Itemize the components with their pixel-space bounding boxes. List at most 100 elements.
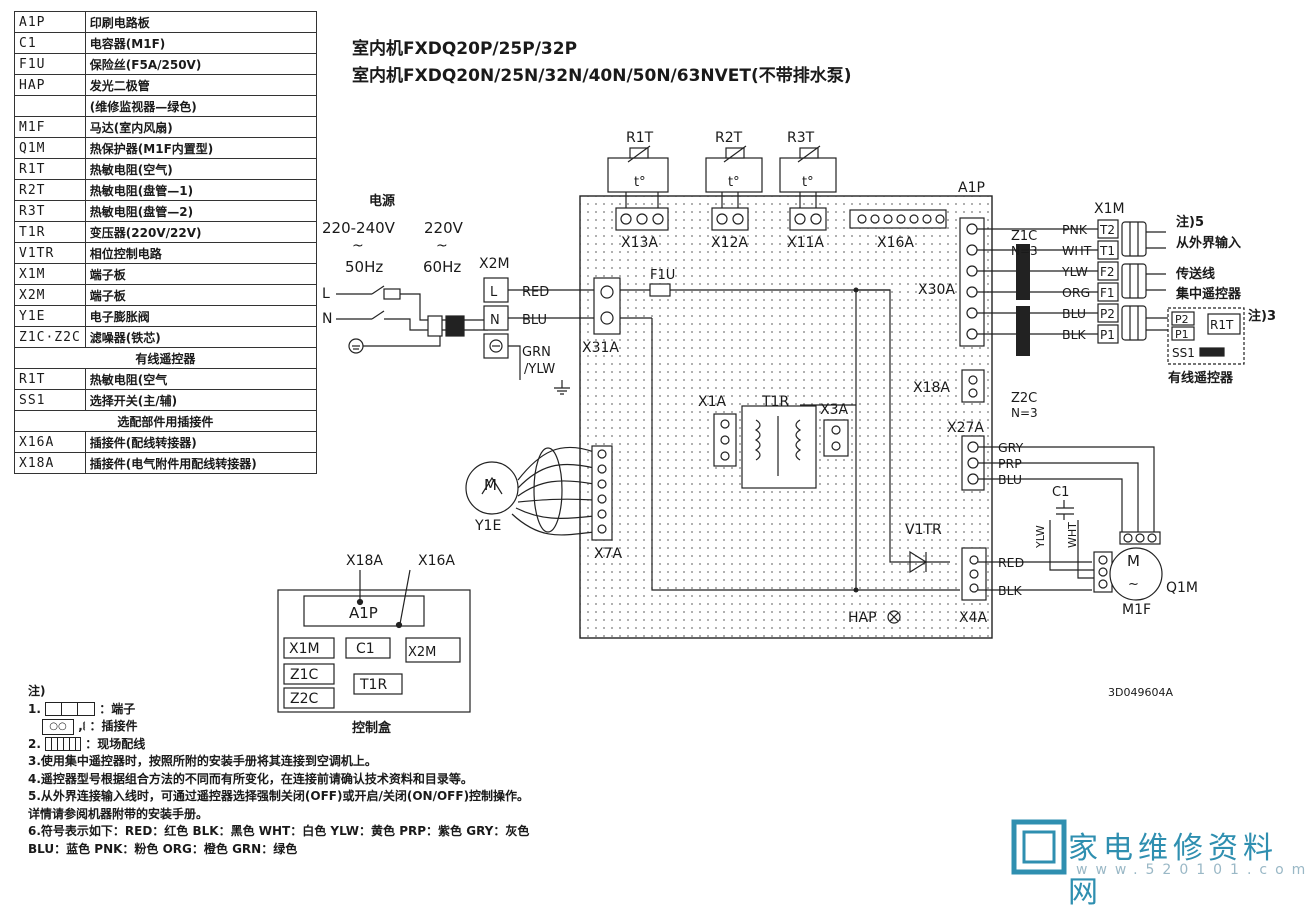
fan-motor-m1f bbox=[1093, 531, 1163, 601]
freq-2: 60Hz bbox=[423, 258, 461, 276]
cb-c1: C1 bbox=[356, 641, 375, 657]
note-1-connector: ：插接件 bbox=[89, 719, 138, 733]
z2c-n: N=3 bbox=[1011, 406, 1038, 420]
wire-blu-in: BLU bbox=[522, 313, 547, 328]
x11a-label: X11A bbox=[787, 235, 824, 251]
note-2-number: 2. bbox=[28, 736, 41, 751]
model-title-2: 室内机FXDQ20N/25N/32N/40N/50N/63NVET(不带排水泵) bbox=[352, 66, 852, 86]
freq-1: 50Hz bbox=[345, 258, 383, 276]
note-1-terminal: ：端子 bbox=[99, 701, 136, 716]
x1m-label: X1M bbox=[1094, 201, 1125, 217]
x30a-label: X30A bbox=[918, 282, 955, 298]
cb-x2m: X2M bbox=[408, 645, 436, 660]
thermistor-r3t bbox=[779, 145, 837, 193]
cb-x16a: X16A bbox=[418, 553, 455, 569]
watermark-logo-icon bbox=[1011, 819, 1067, 875]
filter-z2c bbox=[1016, 306, 1030, 356]
note3-ref: 注)3 bbox=[1248, 308, 1276, 324]
legend-code: Q1M bbox=[14, 137, 86, 159]
led-hap bbox=[887, 610, 901, 624]
y1e-label: Y1E bbox=[474, 518, 501, 534]
note-1b: ○○ ,⧙ ：插接件 bbox=[28, 718, 529, 736]
note-5b: 详情请参阅机器附带的安装手册。 bbox=[28, 806, 209, 821]
terminal-symbol-icon bbox=[45, 702, 96, 716]
wire-blu-x27a: BLU bbox=[998, 472, 1022, 487]
wired-remote-label: 有线遥控器 bbox=[1168, 370, 1234, 386]
x2m-label: X2M bbox=[479, 256, 510, 272]
note-6a: 6.符号表示如下：RED：红色 BLK：黑色 WHT：白色 YLW：黄色 PRP… bbox=[28, 824, 530, 838]
x13a-label: X13A bbox=[621, 235, 658, 251]
wire-blk-x1m: BLK bbox=[1062, 327, 1087, 342]
cb-x18a: X18A bbox=[346, 553, 383, 569]
x1a-label: X1A bbox=[698, 394, 726, 410]
document-number: 3D049604A bbox=[1108, 686, 1173, 699]
connector-x18a bbox=[961, 369, 985, 403]
wiring-diagram: A1P R1T t° R2T t° R3T t° X13A X12A X11A … bbox=[277, 130, 1276, 736]
m1f-tilde: ~ bbox=[1128, 577, 1139, 592]
note-2: 2. ：现场配线 bbox=[28, 736, 529, 754]
x1m-t1: T1 bbox=[1099, 244, 1115, 258]
remote-ss1: SS1 bbox=[1172, 346, 1195, 360]
terminal-x1m bbox=[1097, 219, 1119, 344]
z1c-n: N=3 bbox=[1011, 244, 1038, 258]
legend-section-optional-label: 选配部件用插接件 bbox=[14, 410, 317, 432]
terminal-x2m bbox=[483, 277, 509, 359]
wire-org: ORG bbox=[1062, 285, 1090, 300]
power-label: 电源 bbox=[369, 193, 395, 209]
cb-t1r: T1R bbox=[359, 677, 387, 693]
power-n: N bbox=[322, 311, 332, 327]
m1f-m: M bbox=[1127, 552, 1140, 570]
note-2-text: ：现场配线 bbox=[85, 736, 146, 751]
legend-section-optional: 选配部件用插接件 bbox=[14, 410, 317, 432]
y1e-m: M bbox=[484, 476, 497, 494]
wire-blk-motor: BLK bbox=[998, 583, 1023, 598]
r2t-symbol: t° bbox=[728, 175, 740, 190]
wire-wht-c1: WHT bbox=[1066, 522, 1079, 548]
x1m-f1: F1 bbox=[1100, 286, 1115, 300]
legend-desc: 滤噪器(铁芯) bbox=[84, 326, 317, 348]
x2m-l: L bbox=[490, 285, 498, 300]
cb-a1p: A1P bbox=[349, 604, 378, 622]
r3t-label: R3T bbox=[787, 130, 815, 146]
note-6b: BLU：蓝色 PNK：粉色 ORG：橙色 GRN：绿色 bbox=[28, 841, 298, 856]
x18a-pcb-label: X18A bbox=[913, 380, 950, 396]
cb-x1m: X1M bbox=[289, 641, 320, 657]
filter-z1c bbox=[1016, 244, 1030, 300]
notes-section: 注) 1. ：端子 ○○ ,⧙ ：插接件 2. ：现场配线 3.使用集中遥控器时… bbox=[28, 683, 529, 858]
wire-ylw-c1: YLW bbox=[1034, 525, 1047, 549]
note-1-number: 1. bbox=[28, 701, 41, 716]
r1t-label: R1T bbox=[626, 130, 654, 146]
control-box bbox=[277, 569, 471, 713]
note-4: 4.遥控器型号根据组合方法的不同而有所变化，在连接前请确认技术资料和目录等。 bbox=[28, 771, 473, 786]
wire-red-in: RED bbox=[522, 285, 549, 300]
remote-p1: P1 bbox=[1175, 328, 1189, 341]
legend-desc: 插接件(电气附件用配线转接器) bbox=[84, 452, 317, 474]
tilde-1: ~ bbox=[352, 238, 364, 254]
transformer-t1r bbox=[713, 405, 849, 489]
wire-gry: GRY bbox=[998, 440, 1024, 455]
x3a-label: X3A bbox=[820, 402, 848, 418]
cb-z2c: Z2C bbox=[290, 691, 318, 707]
remote-r1t: R1T bbox=[1210, 318, 1234, 332]
triac-v1tr bbox=[909, 550, 928, 574]
x1m-f2: F2 bbox=[1100, 265, 1115, 279]
wire-blu-x1m: BLU bbox=[1062, 306, 1086, 321]
x7a-label: X7A bbox=[594, 546, 622, 562]
tilde-2: ~ bbox=[436, 238, 448, 254]
legend-code: F1U bbox=[14, 53, 86, 75]
voltage-2: 220V bbox=[424, 219, 464, 237]
r1t-symbol: t° bbox=[634, 175, 646, 190]
plug-symbol-icon: ○○ bbox=[42, 718, 74, 735]
x1m-t2: T2 bbox=[1099, 223, 1115, 237]
v1tr-label: V1TR bbox=[905, 522, 942, 538]
